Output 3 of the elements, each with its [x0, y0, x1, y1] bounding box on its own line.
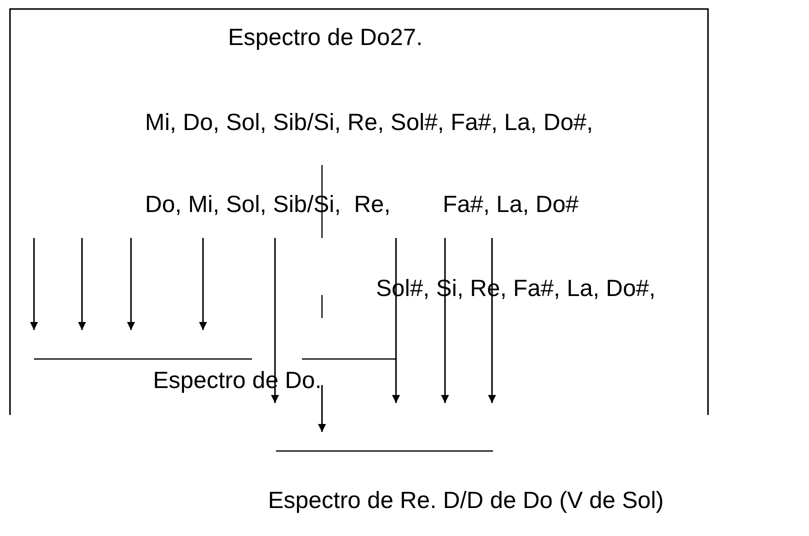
spectrum-label: Espectro de Re. D/D de Do (V de Sol): [268, 486, 664, 514]
title: Espectro de Do27.: [228, 23, 423, 51]
note-sequence: Mi, Do, Sol, Sib/Si, Re, Sol#, Fa#, La, Do#,: [145, 108, 594, 136]
